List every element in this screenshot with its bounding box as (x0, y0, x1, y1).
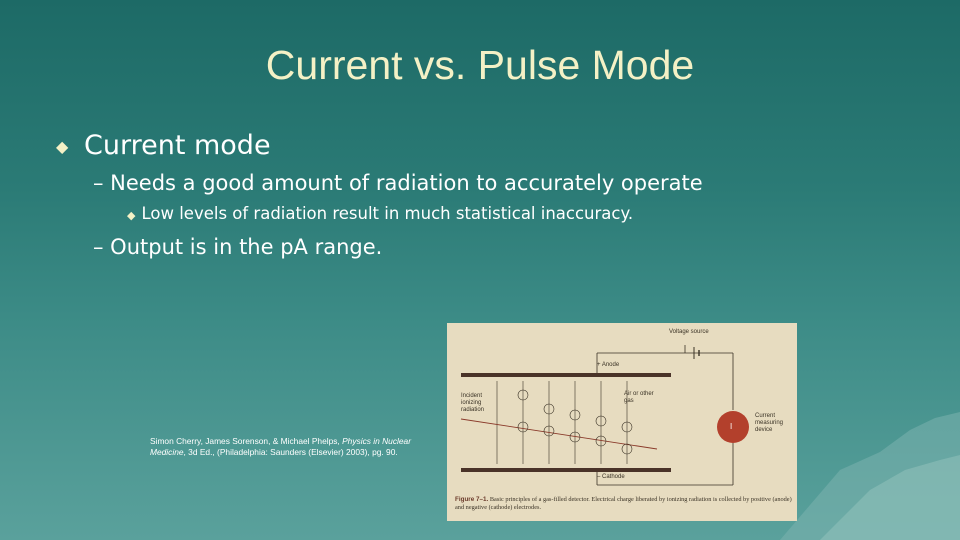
citation-book: Physics in Nuclear Medicine (150, 436, 411, 457)
cathode-label: – Cathode (597, 474, 625, 480)
slide-title: Current vs. Pulse Mode (265, 42, 695, 88)
bullet-text: Low levels of radiation result in much s… (141, 204, 634, 223)
figure-caption-text: Basic principles of a gas-filled detecto… (455, 496, 792, 511)
anode-label: + Anode (597, 362, 620, 368)
meter-symbol: I (730, 422, 733, 431)
citation-authors: Simon Cherry, James Sorenson, & Michael … (150, 436, 340, 446)
detector-diagram (460, 345, 749, 486)
diamond-bullet-icon: ◆ (127, 209, 136, 222)
figure-number: Figure 7–1. (455, 496, 489, 503)
citation-rest: , 3d Ed., (Philadelphia: Saunders (Elsev… (183, 447, 398, 457)
voltage-source-label: Voltage source (669, 329, 709, 335)
current-device-label: Current measuring device (755, 413, 784, 433)
diamond-bullet-icon: ◆ (56, 137, 69, 156)
bullet-level2-a: – Needs a good amount of radiation to ac… (93, 171, 703, 195)
citation: Simon Cherry, James Sorenson, & Michael … (150, 436, 440, 458)
bullet-level3: ◆ Low levels of radiation result in much … (127, 204, 633, 223)
bullet-text: Current mode (84, 130, 271, 161)
incident-radiation-label: Incident ionizing radiation (461, 393, 485, 413)
bullet-level2-b: – Output is in the pA range. (93, 235, 383, 259)
detector-figure: Voltage source + Anode – Cathode Inciden… (447, 323, 797, 521)
bullet-level1: ◆ Current mode (56, 130, 271, 161)
gas-label: Air or other gas (624, 391, 654, 404)
figure-caption: Figure 7–1. Basic principles of a gas-fi… (455, 496, 793, 512)
